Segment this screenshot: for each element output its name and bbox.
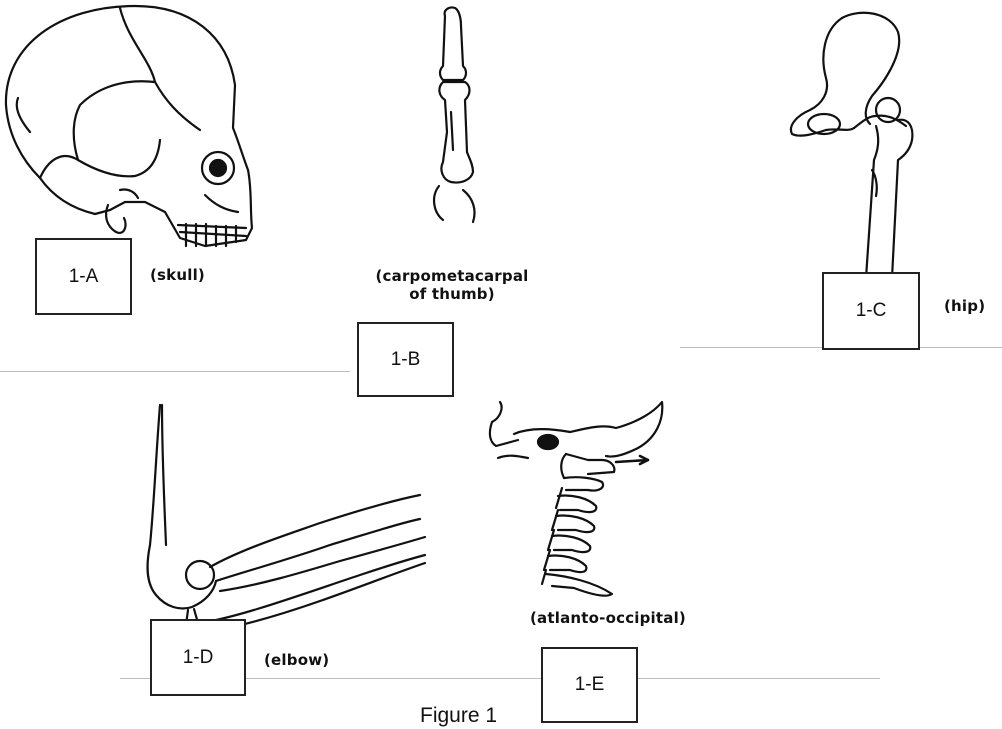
caption-carpometacarpal-line2: of thumb) [368,285,536,303]
caption-carpometacarpal-line1: (carpometacarpal [368,267,536,285]
label-box-1a: 1-A [35,238,132,315]
caption-carpometacarpal: (carpometacarpal of thumb) [368,267,536,303]
cervical-spine-illustration [478,398,678,603]
label-box-1d: 1-D [150,619,246,696]
hip-illustration [780,0,940,280]
label-box-1b: 1-B [357,322,454,397]
figure-caption: Figure 1 [420,704,497,728]
elbow-illustration [140,395,430,650]
label-box-1c: 1-C [822,272,920,350]
label-box-1e: 1-E [541,647,638,723]
skull-illustration [0,0,275,260]
caption-atlanto-occipital: (atlanto-occipital) [530,609,686,627]
scan-rule-left [0,371,350,372]
caption-hip: (hip) [944,297,985,315]
caption-skull: (skull) [150,266,205,284]
caption-elbow: (elbow) [264,651,329,669]
thumb-bones-illustration [415,0,505,225]
